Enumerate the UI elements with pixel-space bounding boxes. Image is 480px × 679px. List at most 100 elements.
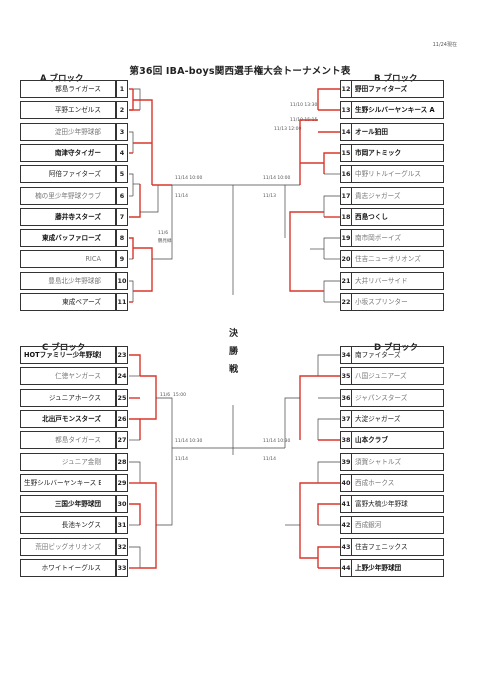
bracket-line <box>129 418 141 440</box>
team-name: ホワイトイーグルス <box>41 564 101 572</box>
bracket-line <box>317 88 340 110</box>
team-number: 15 <box>340 144 352 162</box>
team-number: 43 <box>340 538 352 556</box>
final-label-2: 勝 <box>229 347 239 357</box>
bracket-line <box>299 482 318 559</box>
match-note: 11/13 <box>263 194 276 199</box>
match-note: 11/14 10:00 <box>263 176 291 181</box>
bracket-line <box>129 184 141 218</box>
team-number: 30 <box>116 495 128 513</box>
match-note: 11/14 <box>263 457 276 462</box>
match-note: 11/13 12:00 <box>274 127 302 132</box>
team-number: 32 <box>116 538 128 556</box>
block-b-title: B ブロック <box>374 74 418 84</box>
team-number: 16 <box>340 165 352 183</box>
match-note: 15:00 <box>173 393 186 398</box>
match-note: 11/14 <box>175 457 188 462</box>
team-name: 上野少年野球団 <box>355 564 402 572</box>
team-name: 生野シルバーヤンキース A <box>355 106 435 114</box>
team-name: 山本クラブ <box>355 436 388 444</box>
bracket-line <box>129 237 134 259</box>
block-d-title: D ブロック <box>374 343 419 353</box>
page-title: 第36回 IBA-boys関西選手権大会トーナメント表 <box>129 66 351 77</box>
bracket-line <box>129 546 141 568</box>
bracket-line <box>317 354 340 376</box>
team-entry: ホワイトイーグルス 33 <box>20 559 128 577</box>
bracket-line <box>317 546 340 568</box>
bracket-line <box>129 461 141 483</box>
bracket-line <box>140 482 157 569</box>
team-number: 14 <box>340 123 352 141</box>
bracket-line <box>156 448 173 526</box>
bracket-line <box>129 173 134 196</box>
team-number: 31 <box>116 516 128 534</box>
team-name: 中野リトルイーグルス <box>355 170 421 178</box>
team-number: 3 <box>116 123 128 141</box>
team-number: 36 <box>340 389 352 407</box>
team-name: 楠の里少年野球クラブ <box>35 192 101 200</box>
block-a-title: A ブロック <box>40 74 84 84</box>
team-number: 39 <box>340 453 352 471</box>
team-number: 4 <box>116 144 128 162</box>
team-name: 富野大楠少年野球 <box>355 500 408 508</box>
team-number: 33 <box>116 559 128 577</box>
team-name: 平野エンゼルス <box>54 106 101 114</box>
bracket-line <box>299 119 318 185</box>
team-name: オール狛田 <box>355 128 388 136</box>
match-note: 11/14 <box>175 194 188 199</box>
team-name: 都島タイガース <box>55 436 101 444</box>
team-name: 北出戸モンスターズ <box>42 415 101 423</box>
team-entry: 南津守タイガー 4 <box>20 144 128 162</box>
team-number: 21 <box>340 272 352 290</box>
match-note: 11/14 10:00 <box>175 176 203 181</box>
bracket-line <box>140 375 157 420</box>
bracket-line <box>156 397 173 448</box>
bracket-line <box>317 461 340 483</box>
team-name: 生野シルバーヤンキース B <box>24 479 101 487</box>
team-number: 42 <box>340 516 352 534</box>
team-name: 南津守タイガー <box>54 149 101 157</box>
match-note: 11/14 10:30 <box>263 439 291 444</box>
team-number: 12 <box>340 80 352 98</box>
team-name: 大井リバーサイド <box>355 277 408 285</box>
team-number: 23 <box>116 346 128 364</box>
block-c-title: C ブロック <box>42 343 86 353</box>
team-number: 19 <box>340 229 352 247</box>
team-name: 西成ホークス <box>355 479 395 487</box>
bracket-line <box>289 211 324 292</box>
team-entry: 淀田少年野球部 3 <box>20 123 128 141</box>
team-name: 西島つくし <box>355 213 388 221</box>
team-name: RICA <box>85 255 101 263</box>
team-name: 南市岡ボーイズ <box>355 234 401 242</box>
match-note: 鶴見緑 <box>158 239 172 244</box>
team-name: 須賀シャトルズ <box>355 458 402 466</box>
team-name: 淀田少年野球部 <box>54 128 101 136</box>
bracket-line <box>299 375 318 440</box>
final-label-1: 決 <box>229 329 239 339</box>
